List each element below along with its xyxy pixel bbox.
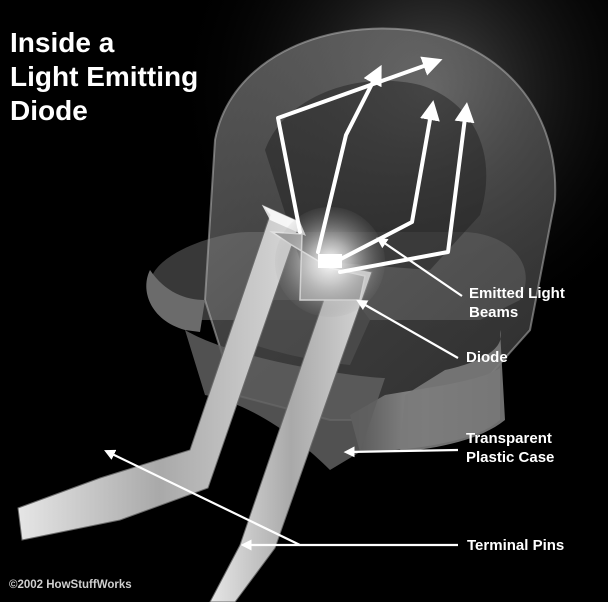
label-emitted-light-line-2: Beams: [469, 303, 565, 322]
label-transparent-plastic-case: Transparent Plastic Case: [466, 429, 554, 467]
copyright-credit: ©2002 HowStuffWorks: [9, 579, 132, 591]
label-case-line-1: Transparent: [466, 429, 554, 448]
label-case-line-2: Plastic Case: [466, 448, 554, 467]
title-line-2: Light Emitting: [10, 60, 198, 94]
label-emitted-light-beams: Emitted Light Beams: [469, 284, 565, 322]
label-diode-line-1: Diode: [466, 348, 508, 367]
label-terminal-pins: Terminal Pins: [467, 536, 564, 555]
diagram-title: Inside a Light Emitting Diode: [10, 26, 198, 128]
title-line-1: Inside a: [10, 26, 198, 60]
label-diode: Diode: [466, 348, 508, 367]
label-pins-line-1: Terminal Pins: [467, 536, 564, 555]
label-emitted-light-line-1: Emitted Light: [469, 284, 565, 303]
title-line-3: Diode: [10, 94, 198, 128]
